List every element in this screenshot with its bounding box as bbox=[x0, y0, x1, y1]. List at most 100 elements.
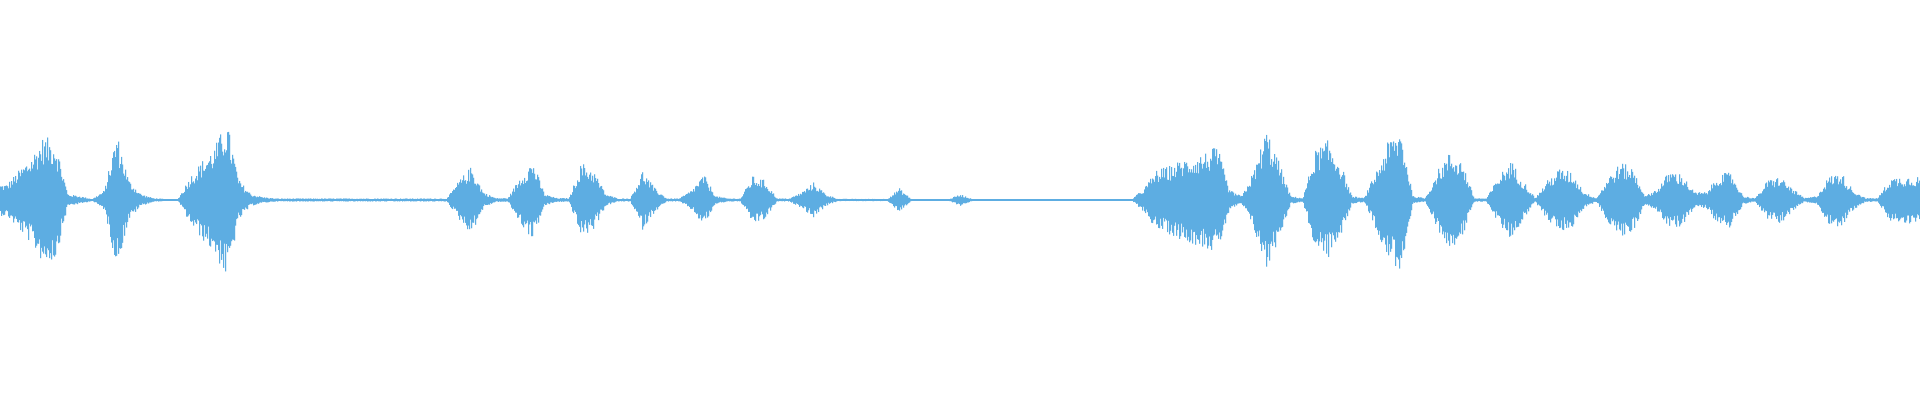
waveform-sample bbox=[1741, 193, 1743, 208]
waveform-sample bbox=[670, 198, 672, 202]
waveform-sample bbox=[1510, 162, 1512, 236]
waveform-sample bbox=[1570, 172, 1572, 223]
waveform-sample bbox=[211, 163, 213, 239]
waveform-sample bbox=[788, 198, 790, 202]
waveform-sample bbox=[1424, 198, 1426, 202]
waveform-sample bbox=[411, 198, 413, 202]
waveform-sample bbox=[784, 198, 786, 202]
waveform-sample bbox=[680, 198, 682, 202]
waveform-sample bbox=[1828, 181, 1830, 224]
waveform-sample bbox=[869, 199, 871, 201]
waveform-sample bbox=[256, 197, 258, 205]
waveform-sample bbox=[1680, 181, 1682, 225]
waveform-sample bbox=[1495, 183, 1497, 218]
waveform-sample bbox=[791, 197, 793, 203]
waveform-sample bbox=[1411, 189, 1413, 211]
waveform-sample bbox=[531, 169, 533, 237]
waveform-sample bbox=[202, 161, 204, 237]
waveform-sample bbox=[153, 198, 155, 202]
waveform-sample bbox=[1789, 190, 1791, 215]
waveform-sample bbox=[905, 194, 907, 205]
waveform-sample bbox=[1498, 183, 1500, 216]
waveform-sample bbox=[545, 195, 547, 206]
waveform-sample bbox=[1345, 187, 1347, 221]
waveform-sample bbox=[1133, 198, 1135, 203]
waveform-sample bbox=[768, 191, 770, 209]
waveform-sample bbox=[455, 187, 457, 209]
waveform-sample bbox=[909, 197, 911, 203]
waveform-sample bbox=[1070, 199, 1072, 201]
waveform-sample bbox=[678, 199, 680, 202]
waveform-sample bbox=[433, 199, 435, 202]
waveform-sample bbox=[1917, 177, 1919, 215]
waveform-sample bbox=[470, 167, 472, 220]
waveform-sample bbox=[571, 194, 573, 207]
waveform-sample bbox=[179, 197, 181, 203]
waveform-sample bbox=[499, 198, 501, 202]
waveform-sample bbox=[128, 181, 130, 214]
waveform-sample bbox=[1637, 184, 1639, 221]
waveform-sample bbox=[632, 194, 634, 206]
waveform-sample bbox=[1713, 183, 1715, 219]
waveform-sample bbox=[1216, 149, 1218, 236]
waveform-sample bbox=[751, 185, 753, 218]
waveform-sample bbox=[488, 196, 490, 205]
waveform-sample bbox=[0, 186, 2, 211]
waveform-sample bbox=[877, 199, 879, 201]
waveform-sample bbox=[1240, 196, 1242, 204]
waveform-sample bbox=[1708, 191, 1710, 209]
waveform-sample bbox=[1386, 163, 1388, 252]
waveform-sample bbox=[1688, 189, 1690, 215]
waveform-sample bbox=[859, 199, 861, 201]
waveform-sample bbox=[539, 180, 541, 216]
waveform-sample bbox=[1311, 173, 1313, 229]
waveform-sample bbox=[1350, 192, 1352, 208]
waveform-sample bbox=[1663, 185, 1665, 220]
waveform-sample bbox=[189, 187, 191, 215]
waveform-sample bbox=[548, 196, 550, 204]
waveform-sample bbox=[1710, 191, 1712, 210]
waveform-sample bbox=[1602, 190, 1604, 209]
waveform-sample bbox=[1810, 197, 1812, 203]
waveform-sample bbox=[1586, 194, 1588, 207]
waveform-sample bbox=[1195, 164, 1197, 245]
waveform-sample bbox=[946, 199, 948, 201]
waveform-sample bbox=[440, 198, 442, 202]
waveform-sample bbox=[238, 183, 240, 213]
waveform-sample bbox=[744, 191, 746, 207]
waveform-sample bbox=[830, 196, 832, 203]
waveform-sample bbox=[1783, 180, 1785, 221]
waveform-sample bbox=[995, 199, 997, 201]
waveform-sample bbox=[1339, 174, 1341, 233]
waveform-sample bbox=[1324, 150, 1326, 241]
waveform-sample bbox=[212, 168, 214, 242]
waveform-sample bbox=[921, 199, 923, 201]
waveform-sample bbox=[1784, 182, 1786, 217]
waveform-sample bbox=[1896, 178, 1898, 219]
waveform-sample bbox=[814, 186, 816, 211]
waveform-sample bbox=[795, 195, 797, 205]
waveform-sample bbox=[213, 163, 215, 241]
waveform-sample bbox=[402, 198, 404, 202]
waveform-sample bbox=[941, 199, 943, 201]
waveform-sample bbox=[1073, 199, 1075, 201]
waveform-sample bbox=[1310, 175, 1312, 225]
waveform-sample bbox=[194, 183, 196, 221]
waveform-sample bbox=[1084, 199, 1086, 201]
waveform-sample bbox=[919, 199, 921, 201]
waveform-sample bbox=[574, 185, 576, 211]
waveform-sample bbox=[1633, 177, 1635, 218]
waveform-sample bbox=[1723, 181, 1725, 220]
waveform-sample bbox=[1170, 180, 1172, 231]
waveform-sample bbox=[247, 191, 249, 210]
waveform-sample bbox=[1729, 175, 1731, 228]
waveform-sample bbox=[1248, 186, 1250, 212]
waveform-sample bbox=[1239, 195, 1241, 204]
waveform-sample bbox=[1300, 198, 1302, 202]
waveform-sample bbox=[1149, 182, 1151, 217]
waveform-sample bbox=[662, 195, 664, 204]
waveform-sample bbox=[1531, 195, 1533, 205]
waveform-sample bbox=[1034, 199, 1036, 201]
waveform-sample bbox=[800, 193, 802, 206]
waveform-sample bbox=[1290, 195, 1292, 203]
